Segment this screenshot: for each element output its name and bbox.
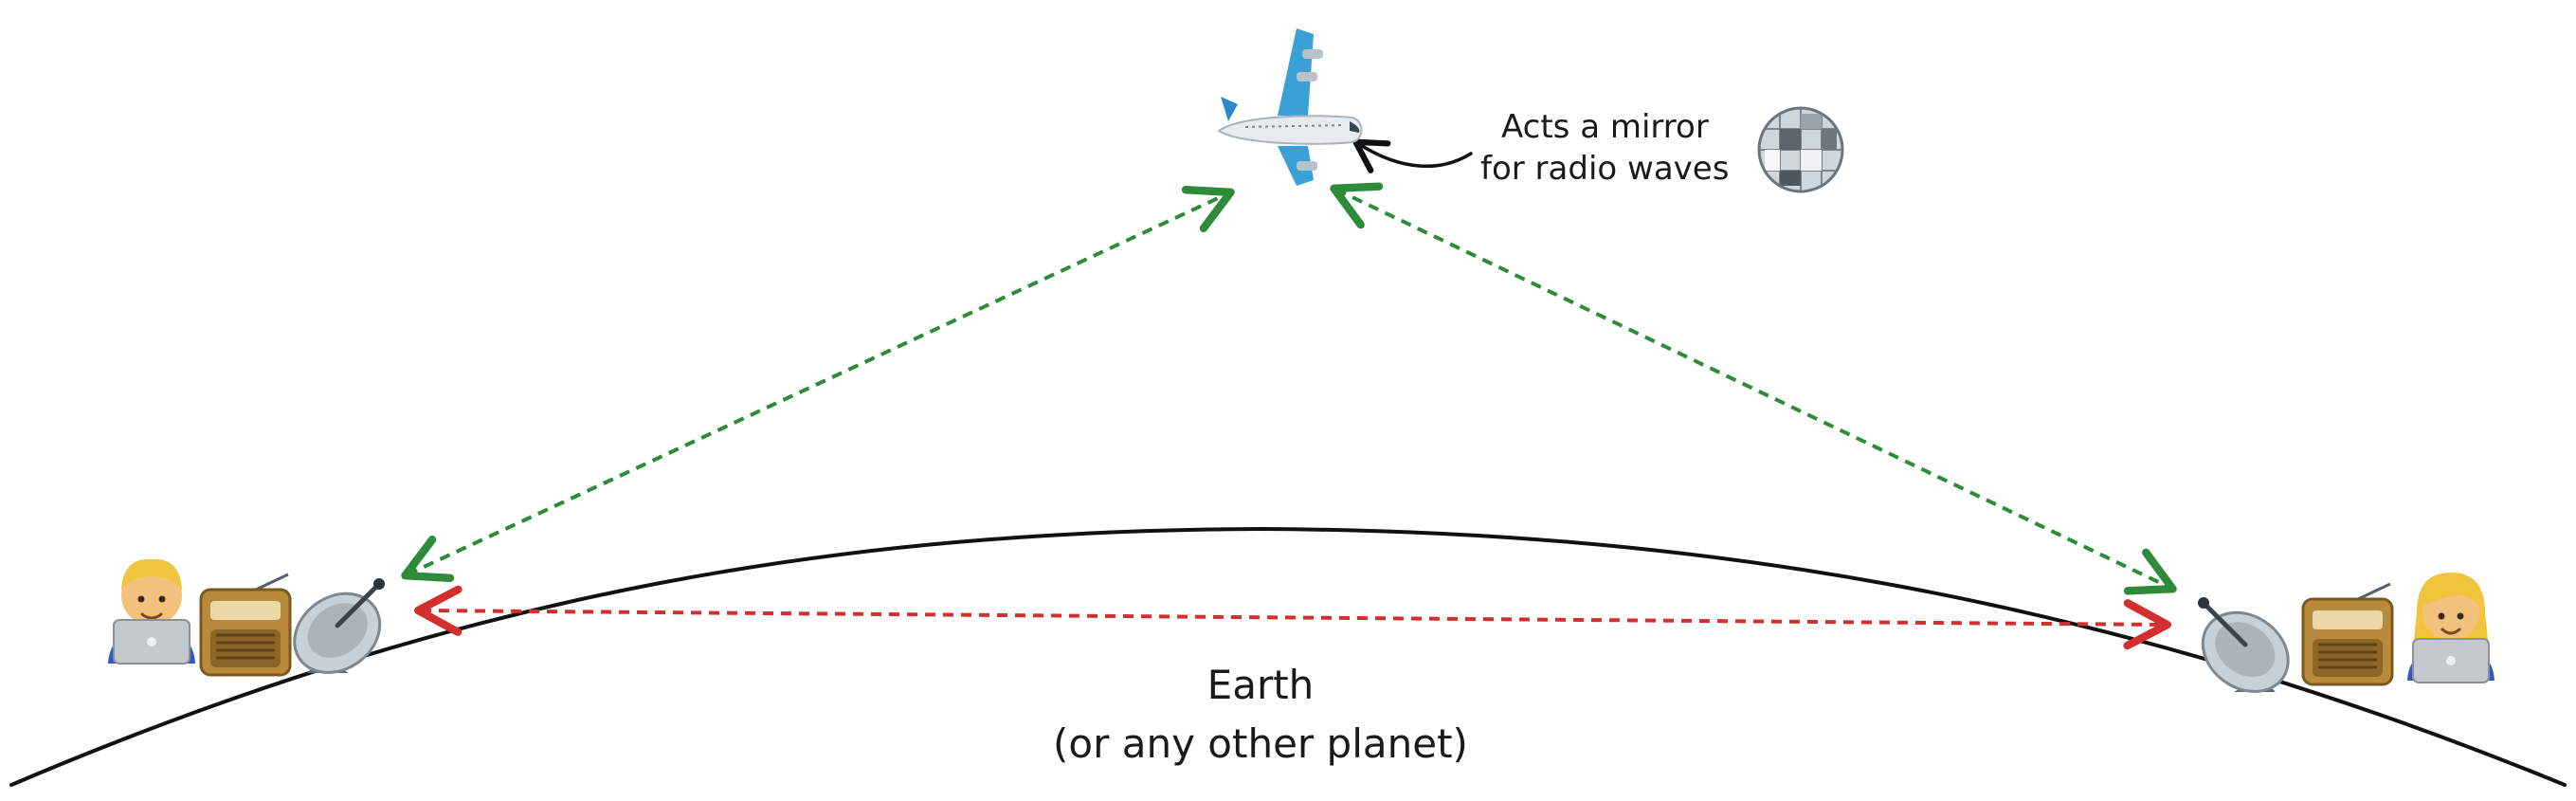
planet-label: Earth (or any other planet): [976, 656, 1545, 774]
direct-path: [414, 585, 2171, 650]
planet-name: Earth: [1206, 662, 1315, 708]
reflected-path-left: [401, 185, 1235, 583]
annotation-line-1: Acts a mirror: [1501, 108, 1709, 146]
radio-icon: [199, 573, 292, 677]
radio-icon: [2301, 582, 2394, 686]
satellite-dish-icon: [293, 578, 385, 674]
reflected-path-right: [1330, 182, 2177, 595]
mirror-annotation: Acts a mirror for radio waves: [1480, 106, 1765, 190]
planet-caption: (or any other planet): [1053, 720, 1468, 767]
disco-ball-icon: [1757, 106, 1844, 193]
satellite-dish-icon: [2198, 597, 2290, 693]
airplane-icon: [1217, 28, 1363, 186]
annotation-arrow: [1352, 138, 1473, 173]
annotation-line-2: for radio waves: [1480, 150, 1730, 188]
man-technologist-laptop-icon: [108, 558, 195, 664]
woman-technologist-laptop-icon: [2407, 573, 2494, 683]
